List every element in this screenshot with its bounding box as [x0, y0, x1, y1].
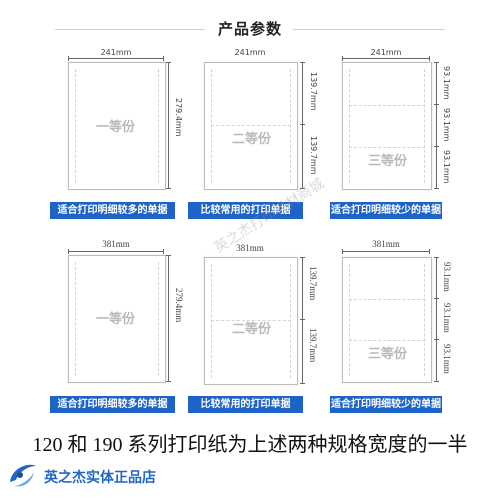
height-dimension-tick [166, 255, 171, 256]
height-dimension-tick [300, 319, 305, 320]
perforation-left [211, 69, 212, 183]
perforation-right [424, 69, 425, 183]
width-dimension-label: 241mm [370, 48, 402, 57]
height-dimension-tick [300, 124, 305, 125]
tear-line [349, 147, 425, 148]
height-dimension-tick [434, 146, 439, 147]
height-dimension-label: 139.7mm [309, 72, 318, 111]
paper-sheet [68, 62, 166, 190]
height-dimension-tick [434, 188, 439, 189]
header-divider-right [293, 29, 445, 30]
height-dimension-label: 139.7mm [308, 266, 318, 301]
panel-caption-banner: 比较常用的打印单据 [188, 396, 303, 413]
width-dimension-line [68, 56, 164, 61]
paper-sheet [68, 255, 166, 383]
height-dimension-label: 93.1mm [442, 150, 451, 184]
width-dimension-label: 241mm [234, 48, 266, 57]
width-dimension-line [342, 249, 430, 254]
width-dimension-label: 381mm [102, 239, 130, 249]
height-dimension-label: 93.1mm [442, 303, 452, 333]
width-dimension-label: 381mm [236, 243, 264, 253]
tear-line [211, 125, 291, 126]
tear-line [211, 320, 291, 321]
perforation-right [290, 69, 291, 183]
perforation-right [158, 262, 159, 376]
paper-part-label: 二等份 [232, 322, 272, 337]
paper-part-label: 三等份 [368, 154, 408, 169]
height-dimension-tick [166, 62, 171, 63]
perforation-left [75, 262, 76, 376]
perforation-left [75, 69, 76, 183]
perforation-right [424, 264, 425, 376]
height-dimension-tick [166, 188, 171, 189]
height-dimension-tick [300, 383, 305, 384]
width-dimension-label: 381mm [372, 239, 400, 249]
paper-sheet [204, 257, 298, 385]
tear-line [349, 340, 425, 341]
panel-caption-banner: 适合打印明细较少的单据 [330, 202, 442, 219]
header-divider-left [55, 29, 205, 30]
height-dimension-tick [434, 381, 439, 382]
perforation-left [211, 264, 212, 378]
height-dimension-tick [434, 339, 439, 340]
shop-logo-icon [10, 464, 36, 487]
tear-line [349, 105, 425, 106]
height-dimension-label: 93.1mm [442, 108, 451, 142]
paper-sheet [342, 257, 432, 383]
height-dimension-tick [434, 62, 439, 63]
paper-part-label: 一等份 [96, 312, 136, 327]
width-dimension-line [68, 249, 164, 254]
height-dimension-label: 93.1mm [442, 344, 452, 374]
perforation-left [349, 264, 350, 376]
height-dimension-line [302, 257, 303, 383]
paper-part-label: 一等份 [96, 120, 136, 135]
height-dimension-tick [166, 381, 171, 382]
panel-caption-banner: 适合打印明细较多的单据 [50, 202, 175, 219]
height-dimension-label: 279.4mm [174, 288, 184, 323]
paper-part-label: 三等份 [368, 347, 408, 362]
height-dimension-tick [300, 62, 305, 63]
height-dimension-line [436, 257, 437, 381]
perforation-left [349, 69, 350, 183]
height-dimension-label: 139.7mm [308, 328, 318, 363]
width-dimension-label: 241mm [100, 48, 132, 57]
width-dimension-line [342, 56, 430, 61]
paper-sheet [204, 62, 298, 190]
height-dimension-tick [434, 104, 439, 105]
height-dimension-line [302, 62, 303, 188]
height-dimension-tick [300, 188, 305, 189]
height-dimension-label: 279.4mm [174, 98, 183, 137]
height-dimension-tick [300, 257, 305, 258]
tear-line [349, 299, 425, 300]
height-dimension-line [436, 62, 437, 188]
height-dimension-label: 93.1mm [442, 262, 452, 292]
series-note: 120 和 190 系列打印纸为上述两种规格宽度的一半 [32, 434, 468, 456]
panel-caption-banner: 比较常用的打印单据 [188, 202, 303, 219]
perforation-right [158, 69, 159, 183]
height-dimension-tick [434, 257, 439, 258]
paper-sheet [342, 62, 432, 190]
section-header: 产品参数 [0, 14, 500, 44]
paper-part-label: 二等份 [232, 132, 272, 147]
height-dimension-tick [434, 298, 439, 299]
height-dimension-line [168, 255, 169, 381]
panel-caption-banner: 适合打印明细较少的单据 [330, 396, 442, 413]
page-title: 产品参数 [217, 20, 282, 38]
height-dimension-label: 139.7mm [309, 136, 318, 175]
perforation-right [290, 264, 291, 378]
height-dimension-label: 93.1mm [442, 66, 451, 100]
panel-caption-banner: 适合打印明细较多的单据 [50, 396, 175, 413]
height-dimension-line [168, 62, 169, 188]
shop-name: 英之杰实体正品店 [44, 470, 156, 486]
